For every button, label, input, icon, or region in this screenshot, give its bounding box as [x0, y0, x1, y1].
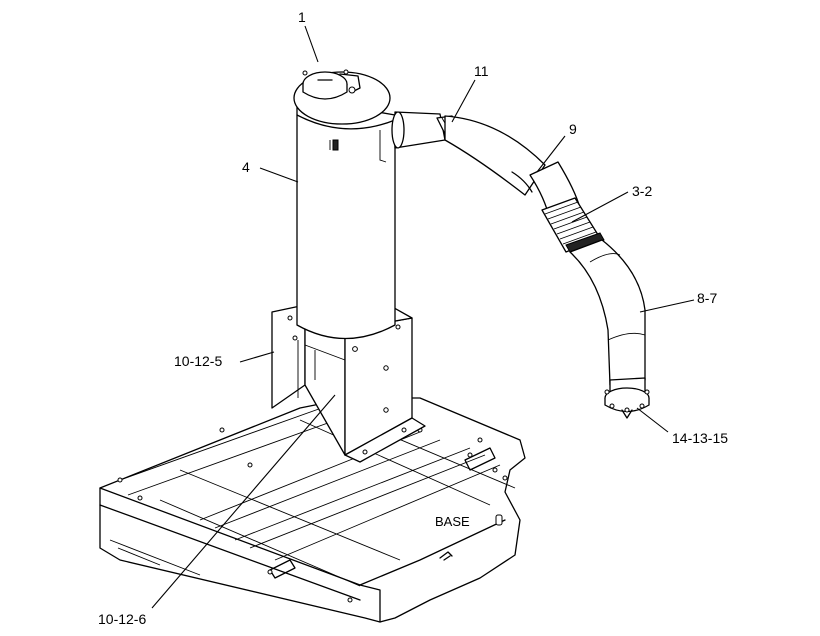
callout-8-7: 8-7	[697, 290, 717, 306]
callout-10-12-5: 10-12-5	[174, 353, 222, 369]
leader-8-7	[639, 299, 695, 313]
leader-4	[259, 167, 299, 183]
intake-piping	[391, 111, 650, 419]
callout-14-13-15: 14-13-15	[672, 430, 728, 446]
bellows-corrugations	[544, 201, 597, 245]
leader-3-2	[571, 191, 629, 223]
callout-4: 4	[242, 159, 250, 175]
leader-14-13-15	[636, 407, 669, 433]
base-label: BASE	[435, 514, 470, 529]
callouts: 1 11 9 4 3-2 8-7 10-12-5 14-13-15 10-12-…	[98, 9, 728, 627]
base-frame	[99, 397, 526, 623]
callout-1: 1	[298, 9, 306, 25]
leader-10-12-5	[239, 351, 275, 363]
leader-1	[304, 25, 319, 63]
leader-lines	[151, 25, 695, 609]
air-cleaner-body	[293, 69, 396, 340]
callout-11: 11	[474, 63, 489, 79]
leader-10-12-6	[151, 394, 336, 609]
leader-9	[536, 135, 566, 173]
callout-9: 9	[569, 121, 577, 137]
leader-11	[451, 79, 476, 123]
callout-3-2: 3-2	[632, 183, 652, 199]
callout-10-12-6: 10-12-6	[98, 611, 146, 627]
